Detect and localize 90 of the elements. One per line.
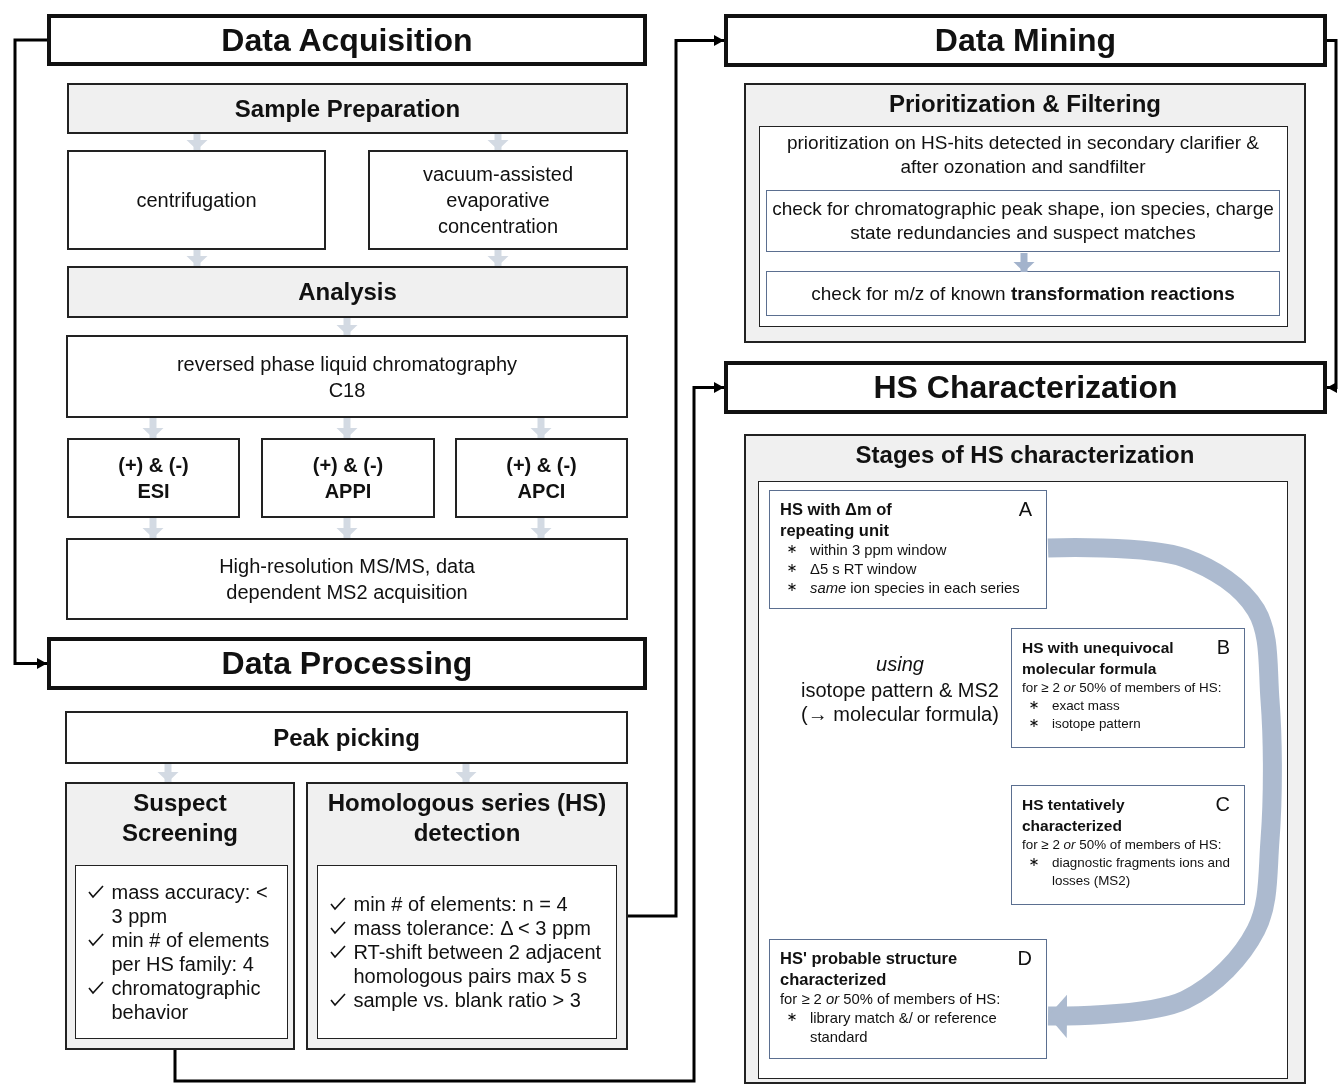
- block-arrow: [142, 518, 164, 538]
- stage-box: [1011, 785, 1245, 905]
- connector-arrow: [1327, 39, 1338, 393]
- panel-title: Suspect Screening: [120, 788, 239, 848]
- block-arrow: [142, 418, 164, 438]
- block-arrow: [1013, 253, 1035, 272]
- content-box: [758, 125, 1288, 327]
- criteria-text: diagnostic fragments ions and losses (MS2): [1052, 855, 1230, 888]
- stage-letter: A: [1018, 497, 1032, 521]
- block-arrow: [487, 250, 509, 266]
- stage-box: [1011, 628, 1245, 748]
- criteria-text: for ≥ 2 or 50% of members of HS:: [1022, 836, 1223, 854]
- process-box: [67, 150, 326, 250]
- connector-arrow: [13, 38, 47, 669]
- criteria-text: same ion species in each series: [810, 580, 1020, 596]
- stage-heading: HS tentatively characterized: [1022, 795, 1126, 836]
- section-header-box: [47, 14, 647, 66]
- panel: [744, 83, 1306, 343]
- section-title: Data Mining: [934, 22, 1117, 59]
- step-text: High-resolution MS/MS, data dependent MS2 acquisition: [218, 554, 476, 605]
- criteria-text: isotope pattern: [1052, 716, 1141, 731]
- step-title: Analysis: [298, 278, 397, 306]
- content-text: prioritization on HS-hits detected in secondary clarifier & after ozonation and sandfilter: [785, 130, 1261, 179]
- stage-letter: B: [1216, 635, 1230, 659]
- criteria-text: within 3 ppm window: [810, 542, 947, 558]
- panel-title: Prioritization & Filtering: [888, 89, 1162, 119]
- section-title: HS Characterization: [873, 369, 1178, 406]
- panel-title: Stages of HS characterization: [854, 440, 1196, 470]
- stage-heading: HS with unequivocal molecular formula: [1022, 638, 1175, 679]
- connector-arrow: [628, 35, 724, 918]
- process-box: [66, 538, 628, 620]
- stage-letter: D: [1017, 946, 1032, 970]
- process-box: [66, 335, 628, 418]
- block-arrow: [186, 250, 208, 266]
- checklist-item: sample vs. blank ratio > 3: [353, 988, 581, 1011]
- step-text: (+) & (-) APPI: [311, 453, 385, 504]
- step-text: reversed phase liquid chromatography C18: [175, 351, 519, 403]
- checklist-item: min # of elements: n = 4: [353, 892, 568, 915]
- stage-letter: C: [1215, 792, 1230, 816]
- block-arrow: [455, 764, 477, 782]
- criteria-text: Δ5 s RT window: [810, 561, 917, 577]
- criteria-box: [766, 271, 1280, 316]
- panel: [65, 782, 295, 1050]
- step-text: centrifugation: [136, 188, 257, 213]
- criteria-box: [766, 190, 1280, 252]
- panel-title: Homologous series (HS) detection: [326, 788, 608, 848]
- annotation-text: isotope pattern & MS2 (→ molecular formula): [800, 678, 1000, 726]
- block-arrow: [530, 418, 552, 438]
- section-title: Data Acquisition: [221, 21, 473, 59]
- criteria-text: exact mass: [1052, 698, 1120, 713]
- block-arrow: [530, 518, 552, 538]
- connector-arrow: [173, 382, 724, 1083]
- criteria-text: for ≥ 2 or 50% of members of HS:: [780, 990, 1002, 1009]
- stage-box: [769, 939, 1047, 1059]
- criteria-text: check for m/z of known transformation reactions: [811, 281, 1235, 306]
- process-box: [368, 150, 628, 250]
- panel: [306, 782, 628, 1050]
- section-title: Data Processing: [221, 645, 473, 682]
- step-title: Sample Preparation: [234, 94, 461, 123]
- step-title: Peak picking: [273, 723, 420, 752]
- block-arrow: [336, 418, 358, 438]
- block-arrow: [336, 518, 358, 538]
- step-text: (+) & (-) APCI: [505, 453, 578, 504]
- criteria-text: library match &/ or reference standard: [810, 1010, 997, 1045]
- criteria-text: for ≥ 2 or 50% of members of HS:: [1022, 679, 1223, 697]
- checklist-box: [74, 864, 288, 1039]
- block-arrow: [1047, 538, 1282, 1038]
- checklist-item: chromatographic behavior: [111, 976, 261, 1023]
- stage-heading: HS with Δm of repeating unit: [780, 499, 893, 541]
- block-arrow: [157, 764, 179, 782]
- stage-box: [769, 490, 1047, 609]
- stage-header-box: [67, 266, 628, 318]
- process-box: [455, 438, 628, 518]
- stage-header-box: [65, 711, 628, 764]
- section-header-box: [47, 637, 647, 690]
- annotation-text: using: [875, 652, 925, 676]
- block-arrow: [487, 134, 509, 150]
- process-box: [261, 438, 435, 518]
- section-header-box: [724, 361, 1327, 414]
- step-text: (+) & (-) ESI: [117, 453, 190, 504]
- stage-heading: HS' probable structure characterized: [780, 948, 959, 990]
- block-arrow: [186, 134, 208, 150]
- stage-header-box: [67, 83, 628, 134]
- checklist-box: [316, 864, 617, 1039]
- checklist-item: mass tolerance: Δ < 3 ppm: [353, 916, 591, 939]
- step-text: vacuum-assisted evaporative concentration: [421, 162, 575, 239]
- process-box: [67, 438, 240, 518]
- block-arrow: [336, 318, 358, 335]
- section-header-box: [724, 14, 1327, 67]
- criteria-text: check for chromatographic peak shape, ion species, charge state redundancies and suspect matches: [771, 197, 1275, 245]
